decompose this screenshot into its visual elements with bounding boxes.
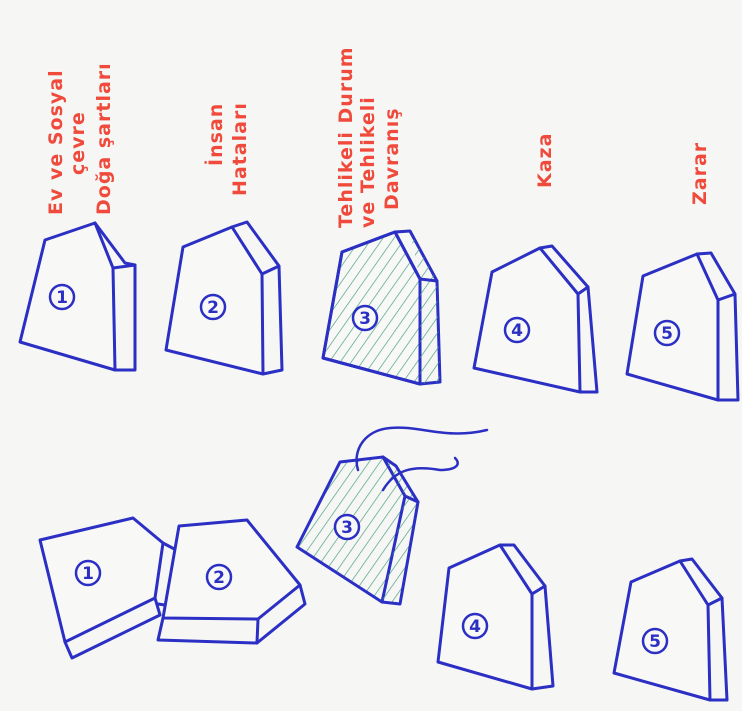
top-domino-5-number: 5 — [661, 324, 673, 344]
labels: Ev ve Sosyal çevre Doğa şartları İnsan H… — [45, 46, 711, 228]
bottom-domino-4: 4 — [438, 545, 553, 689]
label-2: İnsan Hataları — [203, 102, 251, 196]
label-1-line-3: Doğa şartları — [93, 62, 115, 215]
top-domino-4-number: 4 — [511, 321, 523, 341]
label-3-line-1: Tehlikeli Durum — [335, 46, 357, 228]
bottom-domino-5-number: 5 — [649, 632, 661, 652]
bottom-domino-3-number: 3 — [341, 518, 353, 538]
label-5: Zarar — [689, 142, 711, 205]
label-2-line-1: İnsan — [203, 103, 227, 166]
top-domino-1-number: 1 — [56, 288, 68, 308]
top-row: 1 2 3 4 — [20, 222, 738, 400]
top-domino-2: 2 — [166, 222, 282, 374]
top-domino-5: 5 — [627, 253, 738, 400]
top-domino-3: 3 — [323, 231, 440, 384]
label-5-text: Zarar — [689, 142, 711, 205]
label-4-text: Kaza — [534, 133, 556, 188]
bottom-domino-4-number: 4 — [469, 617, 481, 637]
label-1-line-1: Ev ve Sosyal — [45, 69, 67, 215]
label-3-line-3: Davranış — [381, 107, 403, 210]
bottom-domino-1-number: 1 — [82, 564, 94, 584]
top-domino-1: 1 — [20, 223, 135, 370]
top-domino-3-number: 3 — [359, 309, 371, 329]
top-domino-2-number: 2 — [207, 298, 219, 318]
label-4: Kaza — [534, 133, 556, 188]
label-3-line-2: ve Tehlikeli — [357, 96, 379, 228]
bottom-domino-2: 2 — [158, 520, 305, 643]
label-1: Ev ve Sosyal çevre Doğa şartları — [45, 62, 115, 215]
bottom-row: 1 2 3 4 — [40, 428, 727, 700]
bottom-domino-5: 5 — [614, 559, 727, 700]
label-2-line-2: Hataları — [229, 102, 251, 196]
top-domino-4: 4 — [474, 246, 597, 392]
label-3: Tehlikeli Durum ve Tehlikeli Davranış — [335, 46, 403, 228]
bottom-domino-2-number: 2 — [213, 568, 225, 588]
label-1-line-2: çevre — [67, 111, 89, 175]
